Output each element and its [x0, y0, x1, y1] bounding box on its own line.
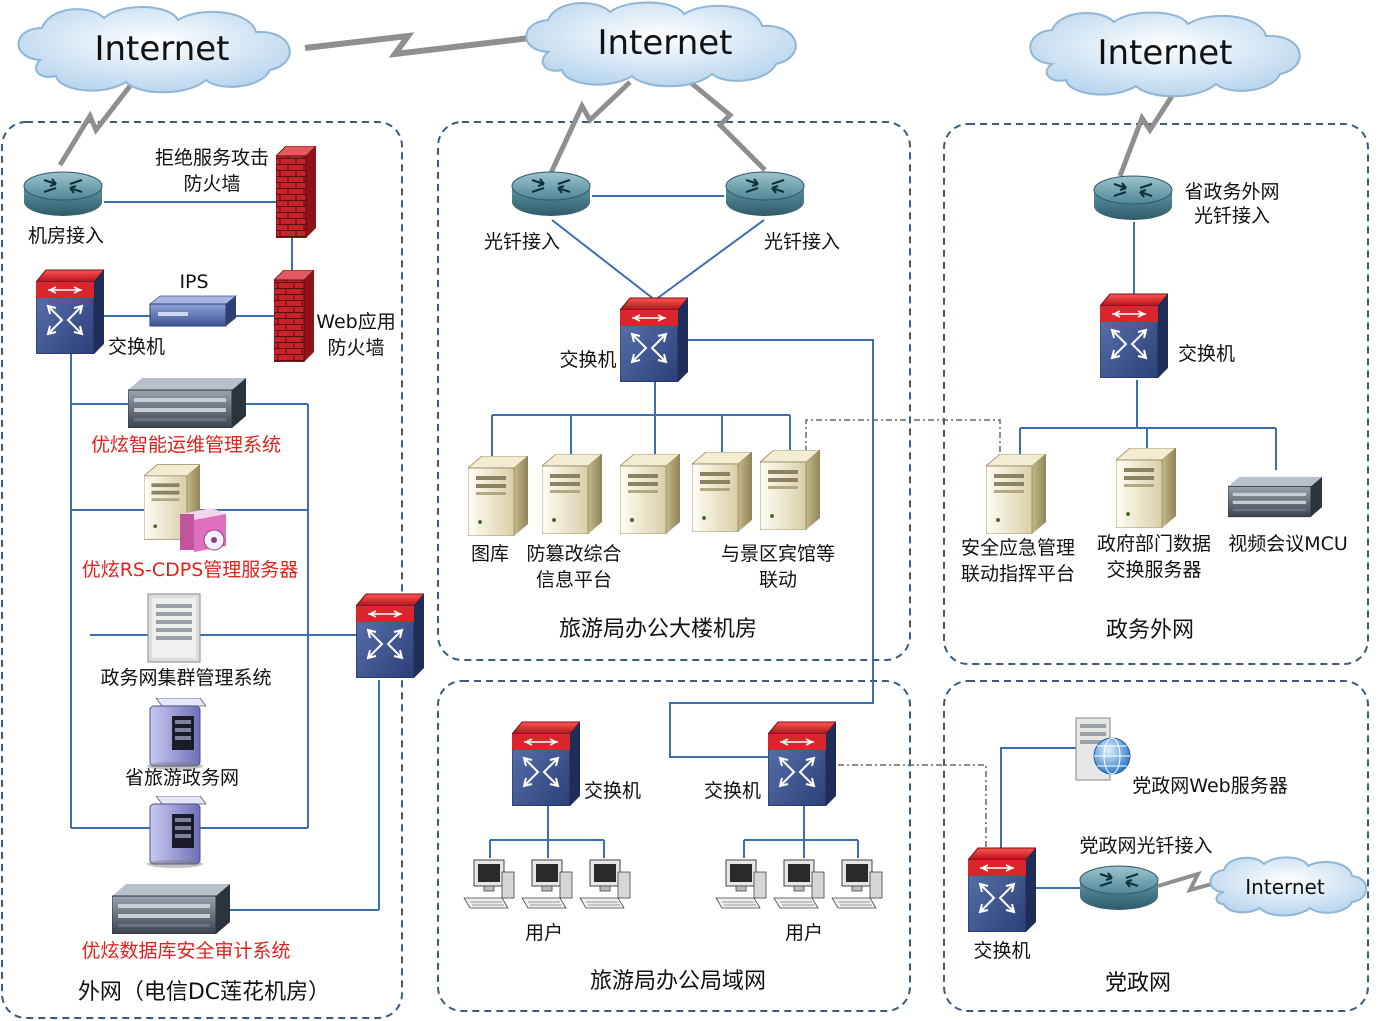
zone-outer-net-title: 外网（电信DC莲花机房） [78, 980, 330, 1005]
router-icon [510, 170, 592, 218]
tower-server-icon [146, 698, 206, 770]
gov-fiber-label-2: 光钎接入 [1194, 205, 1270, 227]
switch-icon [768, 721, 836, 806]
fiber-right-label: 光钎接入 [764, 231, 840, 253]
switch-icon [968, 847, 1036, 932]
server-gallery-label: 图库 [471, 543, 509, 565]
cluster-mgmt-label: 政务网集群管理系统 [100, 667, 271, 689]
router-icon [1078, 864, 1160, 912]
rack-server-icon [1228, 476, 1322, 518]
party-switch-label: 交换机 [973, 940, 1030, 962]
mcu-label: 视频会议MCU [1228, 533, 1348, 555]
cloud-internet-small-label: Internet [1245, 875, 1325, 899]
cloud-internet-left-label: Internet [94, 29, 229, 69]
pc-icon [579, 859, 631, 909]
router-icon [22, 170, 104, 218]
zone-office-room [437, 121, 911, 661]
cloud-internet-right-icon [1029, 11, 1301, 98]
server-icon [692, 452, 752, 532]
switch-icon [36, 269, 104, 354]
zone-gov-extranet [943, 123, 1369, 665]
zone-party-net [943, 680, 1369, 1012]
zone-party-net-title: 党政网 [1105, 971, 1171, 996]
cloud-internet-right-label: Internet [1097, 33, 1232, 73]
server-icon [620, 454, 680, 534]
party-web-server-label: 党政网Web服务器 [1132, 775, 1287, 797]
pc-icon [831, 859, 883, 909]
tower-server-icon [146, 796, 206, 868]
party-fiber-label: 党政网光钎接入 [1079, 835, 1212, 857]
gov-fiber-label-1: 省政务外网 [1184, 181, 1279, 203]
lan-switch-left-label: 交换机 [584, 780, 641, 802]
gov-switch-label: 交换机 [1178, 343, 1235, 365]
emergency-label-2: 联动指挥平台 [961, 563, 1075, 585]
switch-icon [620, 297, 688, 382]
outer-switch-label: 交换机 [108, 336, 165, 358]
cdps-server-label: 优炫RS-CDPS管理服务器 [82, 559, 299, 581]
anti-tamper-label-2: 信息平台 [536, 569, 612, 591]
linkage-label-1: 与景区宾馆等 [721, 543, 835, 565]
data-exchange-label-1: 政府部门数据 [1097, 533, 1211, 555]
connection-lines [57, 32, 1277, 911]
cloud-internet-small-icon [1209, 856, 1368, 917]
server-icon [1116, 448, 1176, 528]
linkage-label-2: 联动 [759, 569, 797, 591]
users-right-label: 用户 [785, 922, 823, 944]
zone-office-lan [437, 680, 911, 1012]
users-left-label: 用户 [525, 922, 563, 944]
outer-router-label: 机房接入 [28, 225, 104, 247]
lan-switch-right-label: 交换机 [704, 780, 761, 802]
zone-outer-net [1, 121, 403, 1019]
db-audit-label: 优炫数据库安全审计系统 [81, 940, 290, 962]
router-icon [724, 170, 806, 218]
ops-system-label: 优炫智能运维管理系统 [91, 434, 281, 456]
cloud-internet-left-icon [17, 6, 291, 94]
switch-icon [512, 721, 580, 806]
cloud-internet-center-label: Internet [597, 23, 732, 63]
router-icon [1092, 174, 1174, 222]
switch-icon [356, 593, 424, 678]
ddos-firewall-label-1: 拒绝服务攻击 [155, 147, 269, 169]
office-switch-label: 交换机 [559, 349, 616, 371]
cluster-server-icon [147, 593, 201, 663]
switch-icon [1100, 293, 1168, 378]
pc-icon [715, 859, 767, 909]
zone-office-lan-title: 旅游局办公局域网 [590, 969, 766, 994]
ips-label: IPS [179, 271, 208, 293]
firewall-icon [276, 146, 316, 238]
server-icon [468, 456, 528, 536]
server-icon [986, 454, 1046, 534]
pc-icon [773, 859, 825, 909]
province-net-label: 省旅游政务网 [125, 767, 239, 789]
waf-label-1: Web应用 [316, 311, 395, 333]
zone-gov-extranet-title: 政务外网 [1106, 618, 1194, 643]
anti-tamper-label-1: 防篡改综合 [526, 543, 621, 565]
software-box-icon [180, 508, 226, 552]
emergency-label-1: 安全应急管理 [961, 537, 1075, 559]
ddos-firewall-label-2: 防火墙 [183, 173, 240, 195]
cloud-internet-center-icon [525, 1, 797, 88]
firewall-icon [274, 270, 314, 362]
pc-icon [463, 859, 515, 909]
waf-label-2: 防火墙 [327, 337, 384, 359]
rack-server-icon [128, 377, 246, 428]
pc-icon [521, 859, 573, 909]
ips-device-icon [148, 295, 238, 327]
server-icon [542, 454, 602, 534]
data-exchange-label-2: 交换服务器 [1106, 559, 1201, 581]
web-server-globe-icon [1075, 717, 1131, 781]
fiber-left-label: 光钎接入 [484, 231, 560, 253]
zone-office-room-title: 旅游局办公大楼机房 [559, 617, 757, 642]
server-icon [760, 450, 820, 530]
rack-server-icon [112, 883, 230, 934]
